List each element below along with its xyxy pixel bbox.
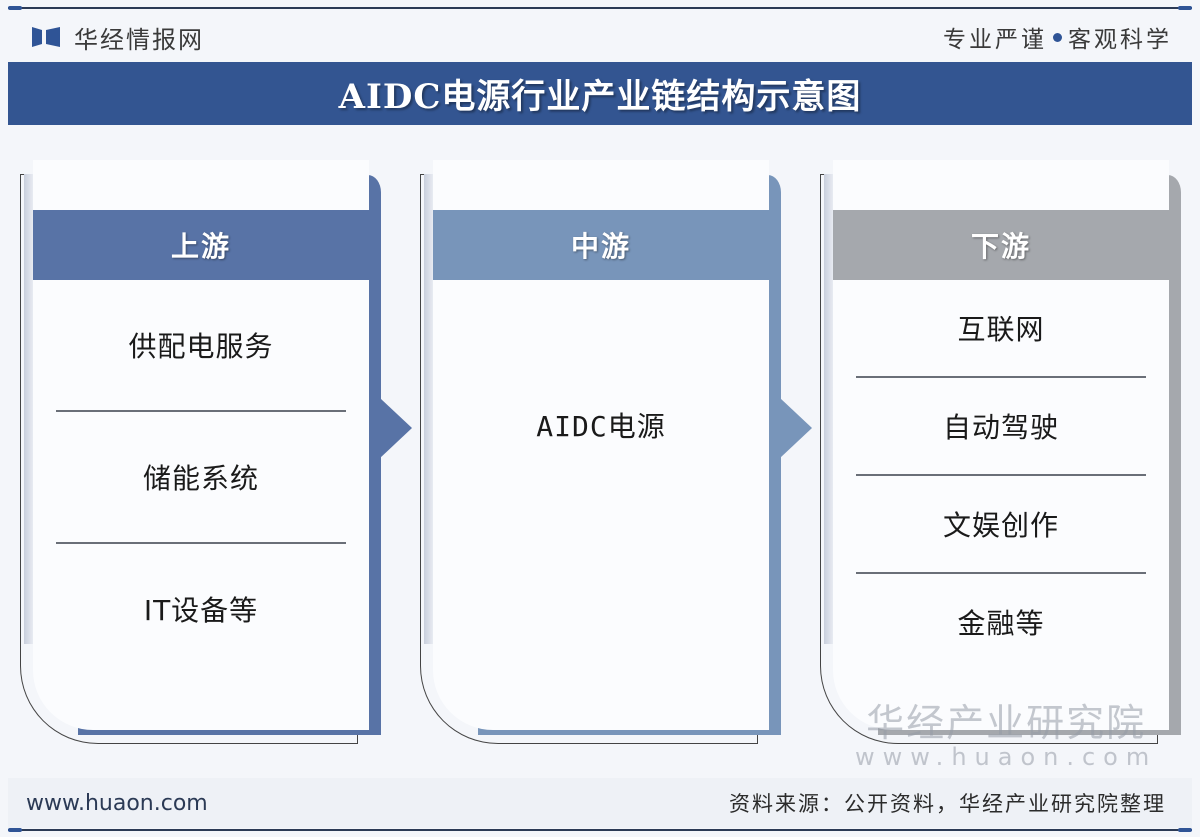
midstream-card: 中游 AIDC电源	[433, 160, 769, 730]
list-item: 互联网	[957, 313, 1045, 346]
downstream-card: 下游 互联网 自动驾驶 文娱创作 金融等	[833, 160, 1169, 730]
brand-name: 华经情报网	[74, 25, 204, 54]
slogan-left: 专业严谨	[943, 27, 1047, 53]
header: 华经情报网 专业严谨 客观科学	[0, 14, 1200, 60]
brand-logo-icon	[32, 25, 60, 49]
midstream-panel: 中游 AIDC电源	[400, 150, 812, 750]
midstream-items: AIDC电源	[433, 280, 769, 570]
panel-right-strip	[368, 175, 381, 735]
brand: 华经情报网	[32, 20, 204, 55]
panel-right-strip	[768, 175, 781, 735]
divider	[856, 572, 1146, 574]
slogan-right: 客观科学	[1068, 27, 1172, 53]
upstream-card: 上游 供配电服务 储能系统 IT设备等	[33, 160, 369, 730]
divider	[56, 542, 346, 544]
downstream-items: 互联网 自动驾驶 文娱创作 金融等	[833, 280, 1169, 670]
panel-left-bar	[824, 174, 833, 644]
list-item: 自动驾驶	[942, 411, 1059, 444]
divider	[56, 410, 346, 412]
upstream-header: 上游	[33, 210, 369, 280]
page-title: AIDC电源行业产业链结构示意图	[338, 77, 862, 117]
list-item: 供配电服务	[128, 330, 274, 363]
bullet-dot-icon	[1053, 32, 1062, 42]
footer: www.huaon.com 资料来源：公开资料，华经产业研究院整理	[8, 778, 1192, 828]
panel-right-strip	[1168, 175, 1181, 735]
upstream-panel: 上游 供配电服务 储能系统 IT设备等	[0, 150, 412, 750]
list-item: 储能系统	[142, 462, 259, 495]
panel-left-bar	[424, 174, 433, 644]
top-rule	[8, 6, 1192, 10]
list-item: AIDC电源	[536, 410, 666, 443]
list-item: IT设备等	[143, 594, 259, 627]
upstream-items: 供配电服务 储能系统 IT设备等	[33, 280, 369, 674]
panel-left-bar	[24, 174, 33, 644]
footer-source: 资料来源：公开资料，华经产业研究院整理	[729, 792, 1166, 816]
midstream-header: 中游	[433, 210, 769, 280]
slogan: 专业严谨 客观科学	[943, 20, 1172, 54]
footer-site: www.huaon.com	[26, 790, 208, 816]
divider	[856, 474, 1146, 476]
downstream-label: 下游	[970, 230, 1031, 263]
title-bar: AIDC电源行业产业链结构示意图	[8, 62, 1192, 125]
midstream-label: 中游	[570, 230, 631, 263]
bottom-rule	[8, 828, 1192, 832]
downstream-panel: 下游 互联网 自动驾驶 文娱创作 金融等	[800, 150, 1181, 750]
list-item: 金融等	[957, 607, 1045, 640]
downstream-header: 下游	[833, 210, 1169, 280]
list-item: 文娱创作	[942, 509, 1059, 542]
divider	[856, 376, 1146, 378]
upstream-label: 上游	[170, 230, 231, 263]
